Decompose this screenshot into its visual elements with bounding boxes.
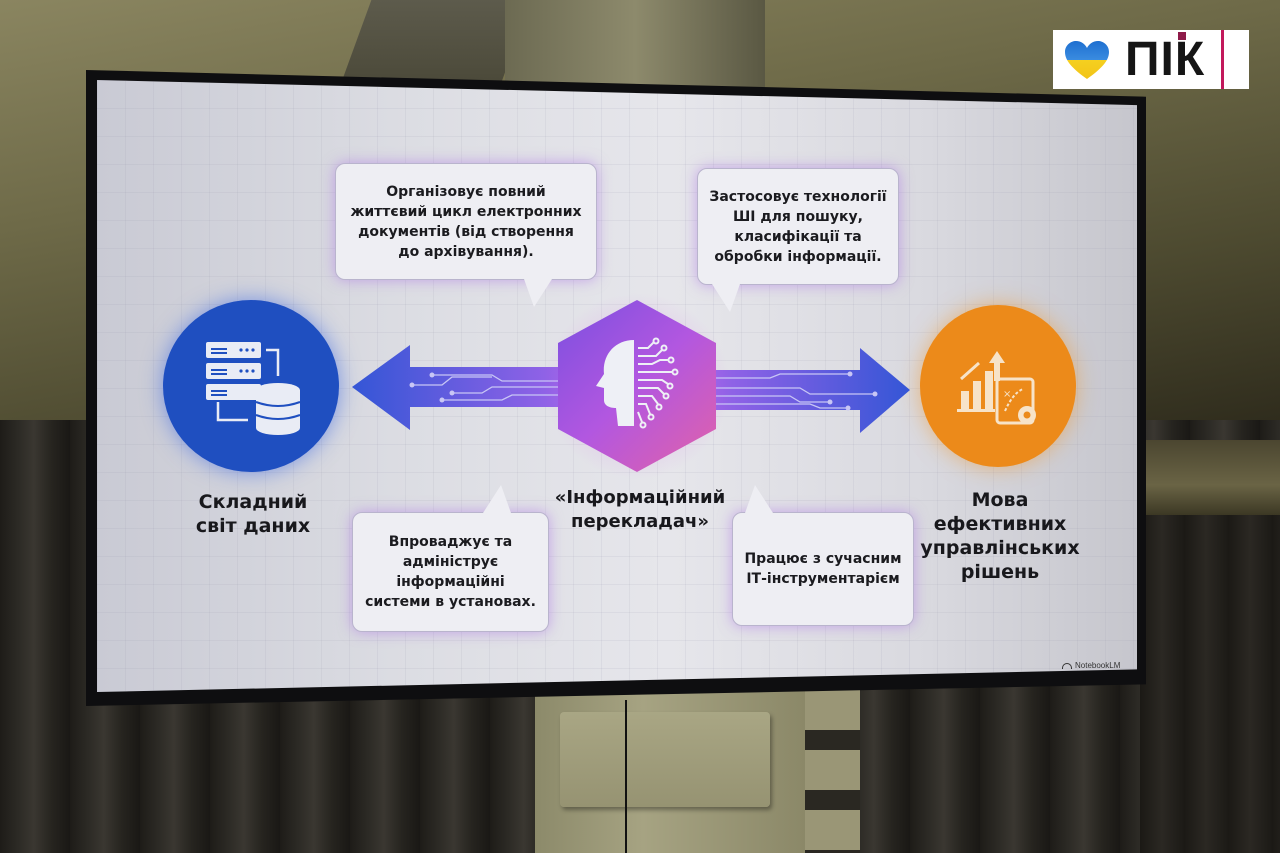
circuit-arrow-left-icon — [352, 345, 567, 430]
pik-logo: ПІК — [1053, 30, 1249, 89]
svg-text:×: × — [1003, 389, 1011, 400]
stand-side — [805, 690, 860, 853]
bubble-tail — [745, 485, 773, 513]
data-world-label: Складний світ даних — [195, 491, 311, 537]
servers-database-icon — [206, 342, 301, 435]
management-decisions-circle: × — [920, 305, 1076, 467]
ceiling-vent — [338, 0, 532, 90]
logo-text: ПІК — [1125, 33, 1206, 86]
information-translator-label: «Інформаційний перекладач» — [554, 487, 726, 532]
ukraine-heart-icon — [1065, 41, 1109, 79]
bubble-info-systems: Впроваджує та адмініструє інформаційні с… — [352, 485, 549, 632]
wall-ledge — [1140, 440, 1280, 515]
notebooklm-icon — [1062, 662, 1072, 669]
curtain-right — [1140, 510, 1280, 853]
chart-strategy-gear-icon: × — [957, 351, 1036, 425]
bubble-tail — [712, 284, 740, 312]
notebooklm-watermark: NotebookLM — [1062, 661, 1120, 670]
bubble-text: Впроваджує та адмініструє інформаційні с… — [365, 534, 536, 610]
bubble-it-tools: Працює з сучасним ІТ-інструментарієм — [732, 485, 914, 626]
circuit-arrow-right-icon — [710, 348, 910, 433]
stand-post-top — [505, 0, 765, 90]
logo-accent-dot — [1178, 32, 1186, 40]
data-world-circle — [163, 300, 339, 472]
bubble-ai-technologies: Застосовує технології ШІ для пошуку, кла… — [697, 168, 899, 312]
bubble-tail — [524, 279, 552, 307]
bubble-text: Організовує повний життєвий цикл електро… — [350, 183, 582, 260]
bubble-document-lifecycle: Організовує повний життєвий цикл електро… — [335, 163, 597, 307]
cable — [625, 700, 627, 853]
bubble-text: Працює з сучасним ІТ-інструментарієм — [744, 551, 902, 587]
bubble-text: Застосовує технології ШІ для пошуку, кла… — [709, 188, 887, 265]
bubble-tail — [483, 485, 511, 513]
stand-plate — [560, 712, 770, 807]
watermark-text: NotebookLM — [1075, 661, 1121, 670]
management-decisions-label: Мова ефективних управлінських рішень — [920, 489, 1080, 583]
ai-head-circuit-icon — [596, 337, 679, 429]
logo-accent-bar — [1221, 30, 1224, 89]
